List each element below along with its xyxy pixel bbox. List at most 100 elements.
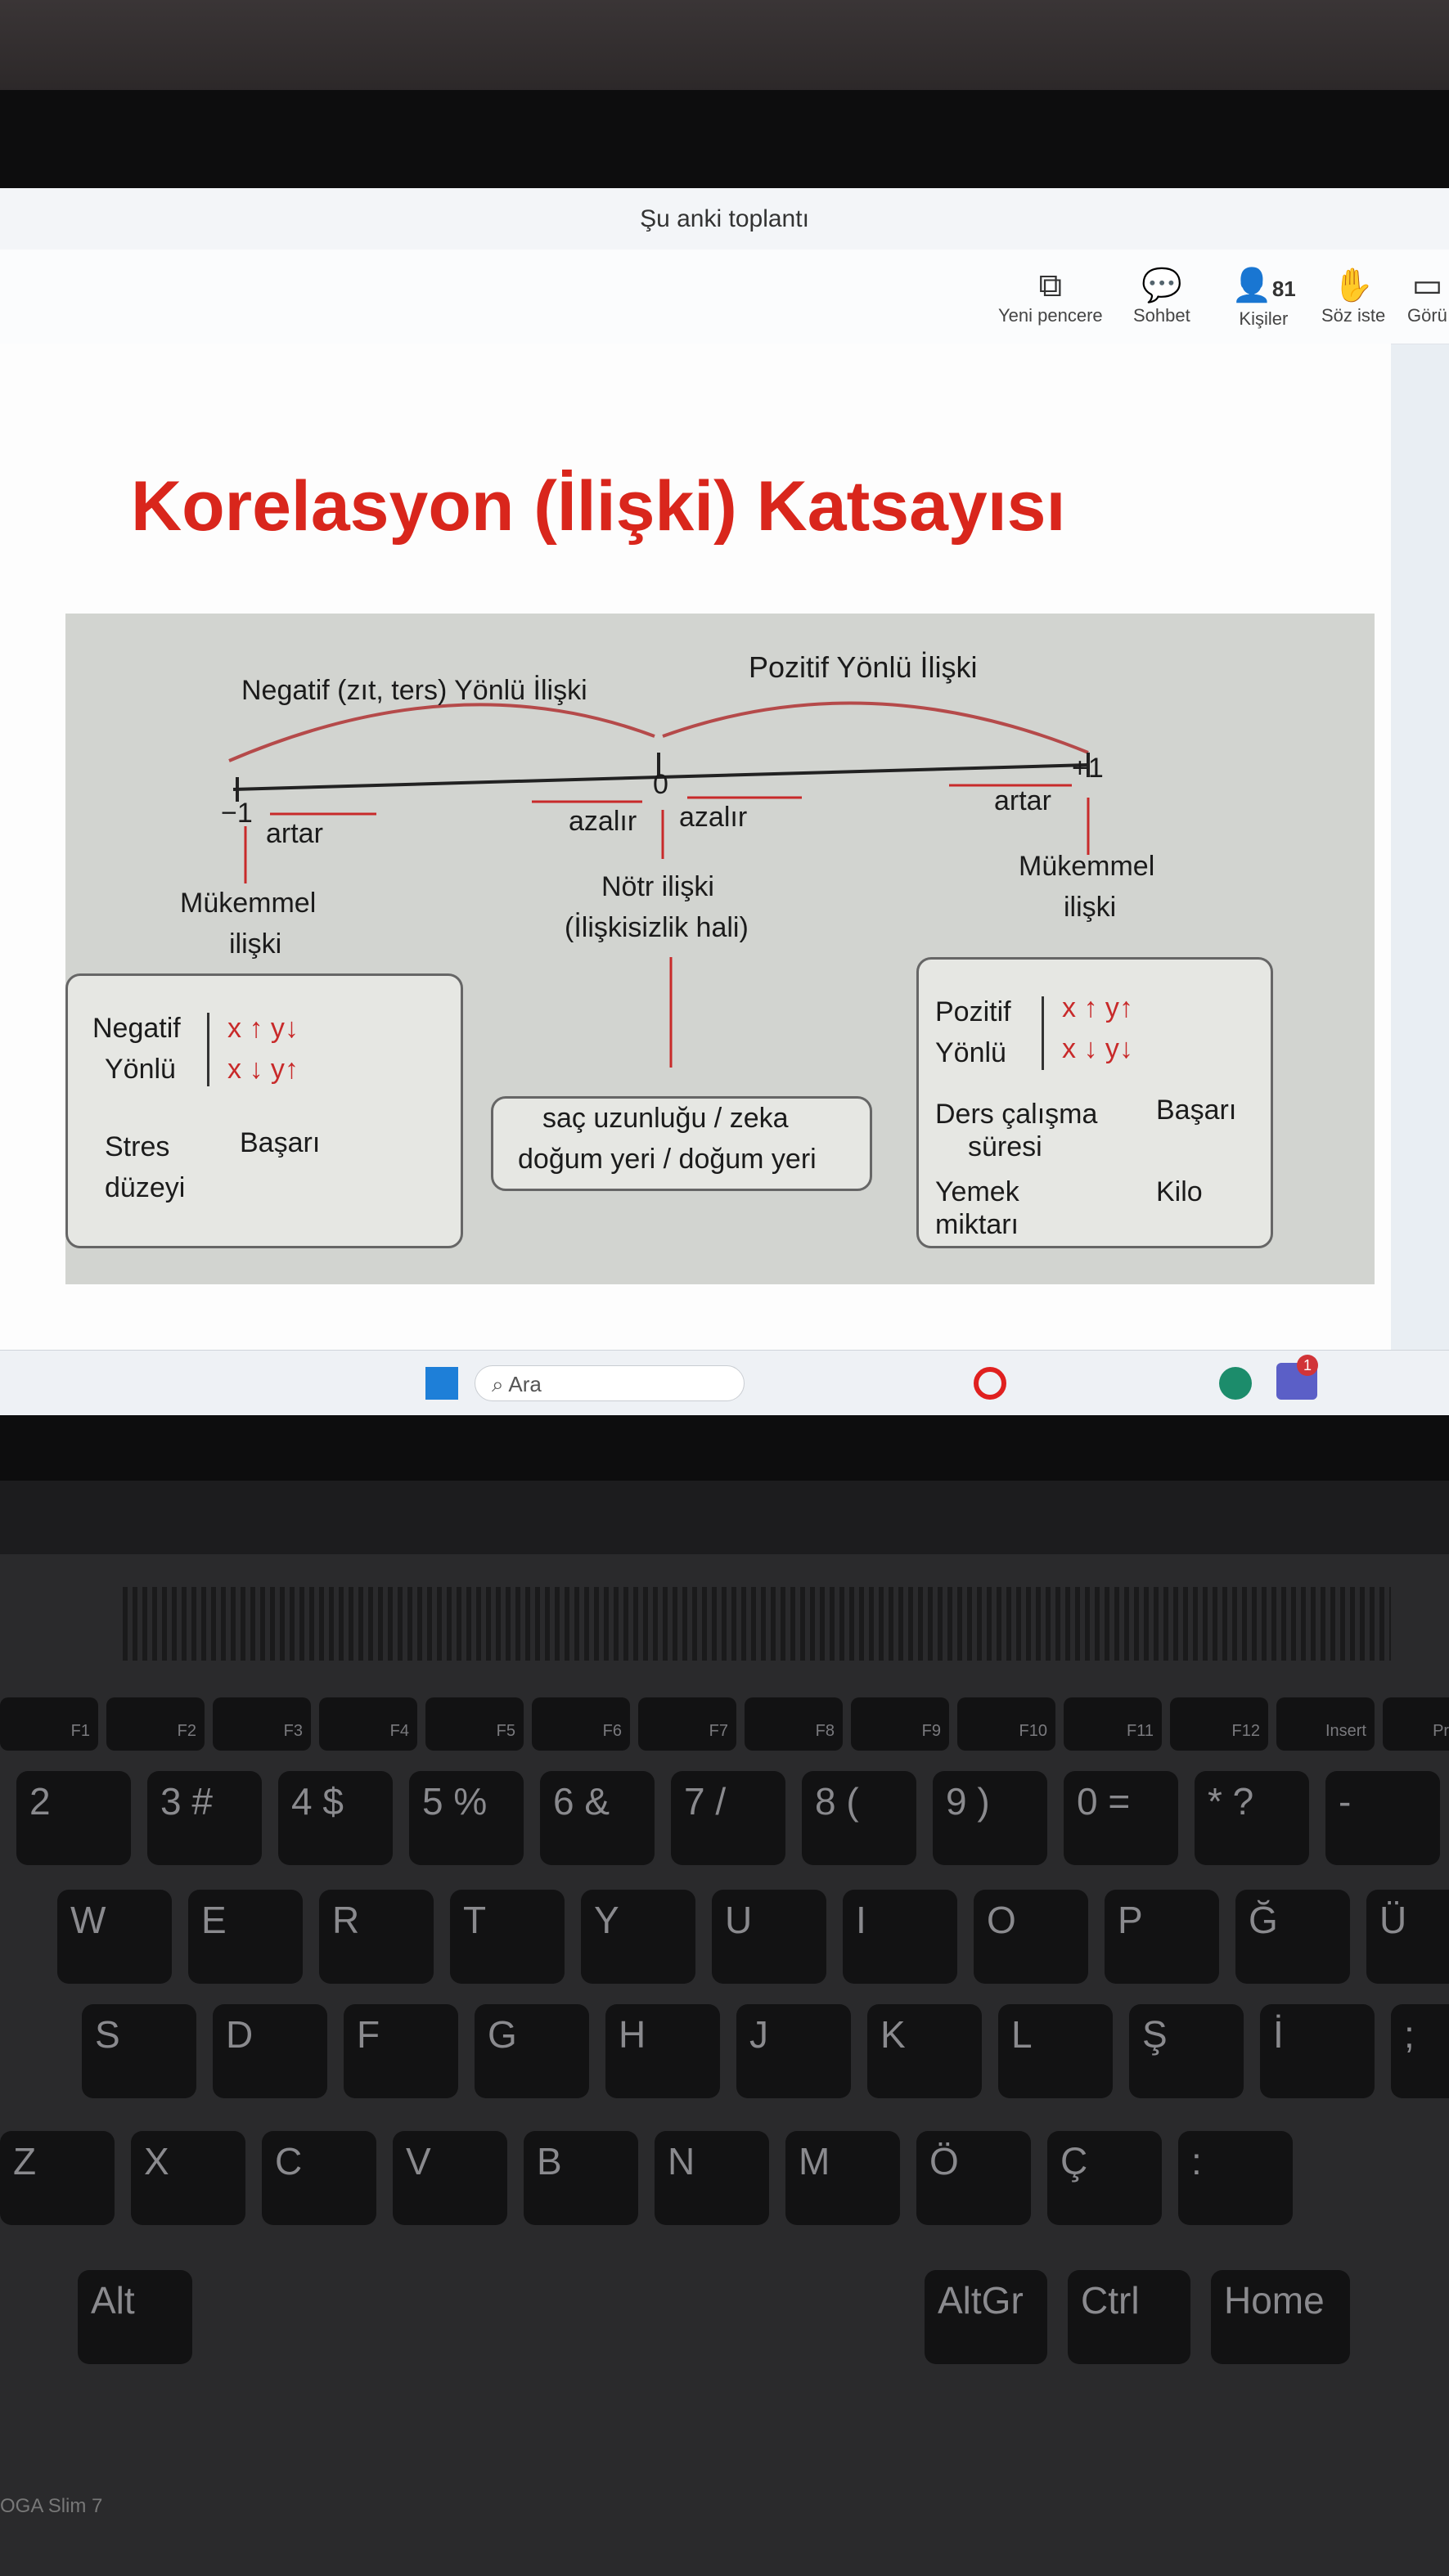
neg-dir-1: Negatif [92, 1013, 181, 1044]
key-5-550[interactable]: J [736, 2004, 851, 2098]
right-artar: artar [994, 785, 1051, 816]
key-8-265[interactable]: 0 = [1064, 1771, 1178, 1865]
key-7-265[interactable]: 9 ) [933, 1771, 1047, 1865]
key-8-410[interactable]: P [1105, 1890, 1219, 1984]
neutral-ex-2: doğum yeri / doğum yeri [518, 1144, 817, 1175]
key-2-705[interactable]: C [262, 2131, 376, 2225]
key-8-550[interactable]: Ş [1129, 2004, 1244, 2098]
key-f7[interactable]: F7 [638, 1697, 736, 1751]
key-3-705[interactable]: V [393, 2131, 507, 2225]
key-4-550[interactable]: H [605, 2004, 720, 2098]
key-f1[interactable]: F1 [0, 1697, 98, 1751]
search-icon: ⌕ [492, 1372, 509, 1396]
chat-button[interactable]: 💬 Sohbet [1133, 266, 1190, 326]
meeting-title-bar: Şu anki toplantı [0, 188, 1449, 250]
new-window-label: Yeni pencere [998, 305, 1103, 326]
key-7-550[interactable]: L [998, 2004, 1113, 2098]
pos-dir-2: Yönlü [935, 1037, 1006, 1068]
key-f8[interactable]: F8 [745, 1697, 843, 1751]
meeting-toolbar: ⧉ Yeni pencere 💬 Sohbet 👤81 Kişiler ✋ Sö… [0, 250, 1449, 344]
neutral-box: saç uzunluğu / zeka doğum yeri / doğum y… [491, 1096, 872, 1191]
key-5-265[interactable]: 7 / [671, 1771, 785, 1865]
key-8-705[interactable]: Ç [1047, 2131, 1162, 2225]
edge-icon[interactable] [1219, 1367, 1252, 1400]
left-perfect-2: ilişki [229, 928, 282, 960]
key-2-265[interactable]: 4 $ [278, 1771, 393, 1865]
correlation-figure: Negatif (zıt, ters) Yönlü İlişki Pozitif… [65, 614, 1375, 1284]
meeting-title: Şu anki toplantı [640, 205, 809, 232]
key-1-410[interactable]: E [188, 1890, 303, 1984]
key-2-550[interactable]: F [344, 2004, 458, 2098]
pos-ex-2b: miktarı [935, 1209, 1019, 1240]
key-10-410[interactable]: Ü [1366, 1890, 1449, 1984]
key-prtsc[interactable]: PrtSc [1383, 1697, 1449, 1751]
positive-box: Pozitif Yönlü x ↑ y↑ x ↓ y↓ Ders çalışma… [916, 957, 1273, 1248]
key-f12[interactable]: F12 [1170, 1697, 1268, 1751]
raise-hand-label: Söz iste [1321, 305, 1386, 326]
opera-icon[interactable] [974, 1367, 1006, 1400]
left-perfect: Mükemmel [180, 888, 317, 919]
key-6-410[interactable]: I [843, 1890, 957, 1984]
key-10-550[interactable]: ; [1391, 2004, 1449, 2098]
laptop-brand: OGA Slim 7 [0, 2495, 103, 2517]
new-window-button[interactable]: ⧉ Yeni pencere [998, 266, 1103, 326]
key-6-705[interactable]: M [785, 2131, 900, 2225]
key-4-705[interactable]: B [524, 2131, 638, 2225]
key-5-410[interactable]: U [712, 1890, 826, 1984]
positive-header: Pozitif Yönlü İlişki [749, 650, 978, 684]
key-home[interactable]: Home [1211, 2270, 1350, 2364]
key-f5[interactable]: F5 [425, 1697, 524, 1751]
key-4-265[interactable]: 6 & [540, 1771, 655, 1865]
key-f11[interactable]: F11 [1064, 1697, 1162, 1751]
key-insert[interactable]: Insert [1276, 1697, 1375, 1751]
key-4-410[interactable]: Y [581, 1890, 695, 1984]
key-10-265[interactable]: - [1325, 1771, 1440, 1865]
key-3-550[interactable]: G [475, 2004, 589, 2098]
neg-ex-1c: Başarı [240, 1127, 321, 1158]
key-f2[interactable]: F2 [106, 1697, 205, 1751]
key-1-705[interactable]: X [131, 2131, 245, 2225]
people-icon-wrap: 👤81 [1231, 266, 1296, 308]
neg-ex-1a: Stres [105, 1131, 170, 1162]
key-2-410[interactable]: R [319, 1890, 434, 1984]
key-f10[interactable]: F10 [957, 1697, 1055, 1751]
key-6-265[interactable]: 8 ( [802, 1771, 916, 1865]
key-0-410[interactable]: W [57, 1890, 172, 1984]
key-3-410[interactable]: T [450, 1890, 565, 1984]
key-1-265[interactable]: 3 # [147, 1771, 262, 1865]
key-0-705[interactable]: Z [0, 2131, 115, 2225]
key-f9[interactable]: F9 [851, 1697, 949, 1751]
key-0-265[interactable]: 2 [16, 1771, 131, 1865]
key-1-550[interactable]: D [213, 2004, 327, 2098]
view-button[interactable]: ▭ Görü [1407, 266, 1447, 326]
key-altgr[interactable]: AltGr [925, 2270, 1047, 2364]
windows-start-icon[interactable] [425, 1367, 458, 1400]
key-3-265[interactable]: 5 % [409, 1771, 524, 1865]
right-perfect-2: ilişki [1064, 892, 1117, 923]
neg-row-2: x ↓ y↑ [227, 1054, 299, 1085]
key-9-265[interactable]: * ? [1195, 1771, 1309, 1865]
key-f3[interactable]: F3 [213, 1697, 311, 1751]
key-9-705[interactable]: : [1178, 2131, 1293, 2225]
people-icon: 👤 [1231, 267, 1272, 303]
slide-title: Korelasyon (İlişki) Katsayısı [131, 467, 1066, 546]
key-9-550[interactable]: İ [1260, 2004, 1375, 2098]
key-6-550[interactable]: K [867, 2004, 982, 2098]
chat-icon: 💬 [1141, 267, 1182, 303]
key-f4[interactable]: F4 [319, 1697, 417, 1751]
taskbar-search-input[interactable]: ⌕ Ara [475, 1365, 745, 1401]
new-window-icon: ⧉ [1038, 267, 1063, 303]
key-alt[interactable]: Alt [78, 2270, 192, 2364]
neutral-label-2: (İlişkisizlik hali) [565, 912, 749, 943]
key-7-410[interactable]: O [974, 1890, 1088, 1984]
key-7-705[interactable]: Ö [916, 2131, 1031, 2225]
key-f6[interactable]: F6 [532, 1697, 630, 1751]
raise-hand-button[interactable]: ✋ Söz iste [1321, 266, 1385, 326]
neutral-ex-1: saç uzunluğu / zeka [542, 1103, 789, 1134]
laptop-screen: Şu anki toplantı ⧉ Yeni pencere 💬 Sohbet… [0, 188, 1449, 1415]
key-0-550[interactable]: S [82, 2004, 196, 2098]
key-ctrl[interactable]: Ctrl [1068, 2270, 1190, 2364]
people-button[interactable]: 👤81 Kişiler [1231, 266, 1296, 330]
key-9-410[interactable]: Ğ [1235, 1890, 1350, 1984]
key-5-705[interactable]: N [655, 2131, 769, 2225]
